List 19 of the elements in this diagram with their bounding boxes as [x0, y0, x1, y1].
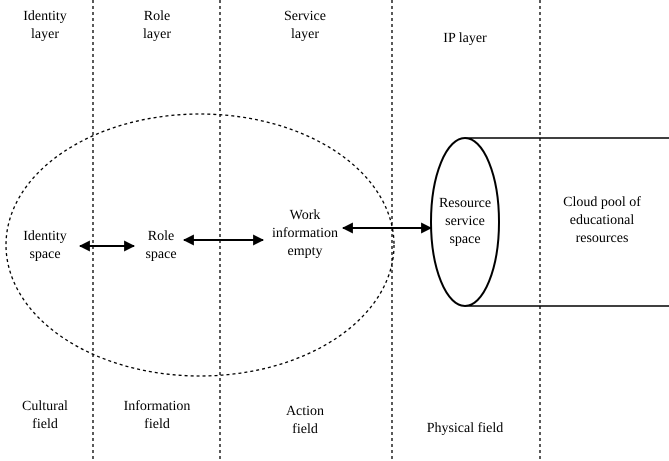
field-label: Physical field — [426, 420, 504, 438]
cylinder-shape — [430, 137, 669, 307]
layer-label: Identity layer — [22, 8, 68, 44]
double-arrow — [182, 234, 264, 246]
double-arrow — [78, 240, 136, 252]
field-label: Cultural field — [21, 398, 69, 434]
node-label: Resource service space — [438, 195, 492, 249]
node-label: Identity space — [22, 228, 68, 264]
field-label: Information field — [122, 398, 192, 434]
ellipse-node — [430, 137, 500, 307]
dashed-ellipse — [5, 113, 395, 377]
node-label: Work information empty — [270, 207, 340, 261]
layer-label: Service layer — [283, 8, 327, 44]
double-arrow — [342, 222, 432, 234]
layer-label: Role layer — [142, 8, 172, 44]
field-label: Action field — [284, 403, 326, 439]
node-label: Role space — [144, 228, 178, 264]
cylinder-label: Cloud pool of educational resources — [562, 194, 642, 248]
layer-label: IP layer — [442, 30, 488, 48]
